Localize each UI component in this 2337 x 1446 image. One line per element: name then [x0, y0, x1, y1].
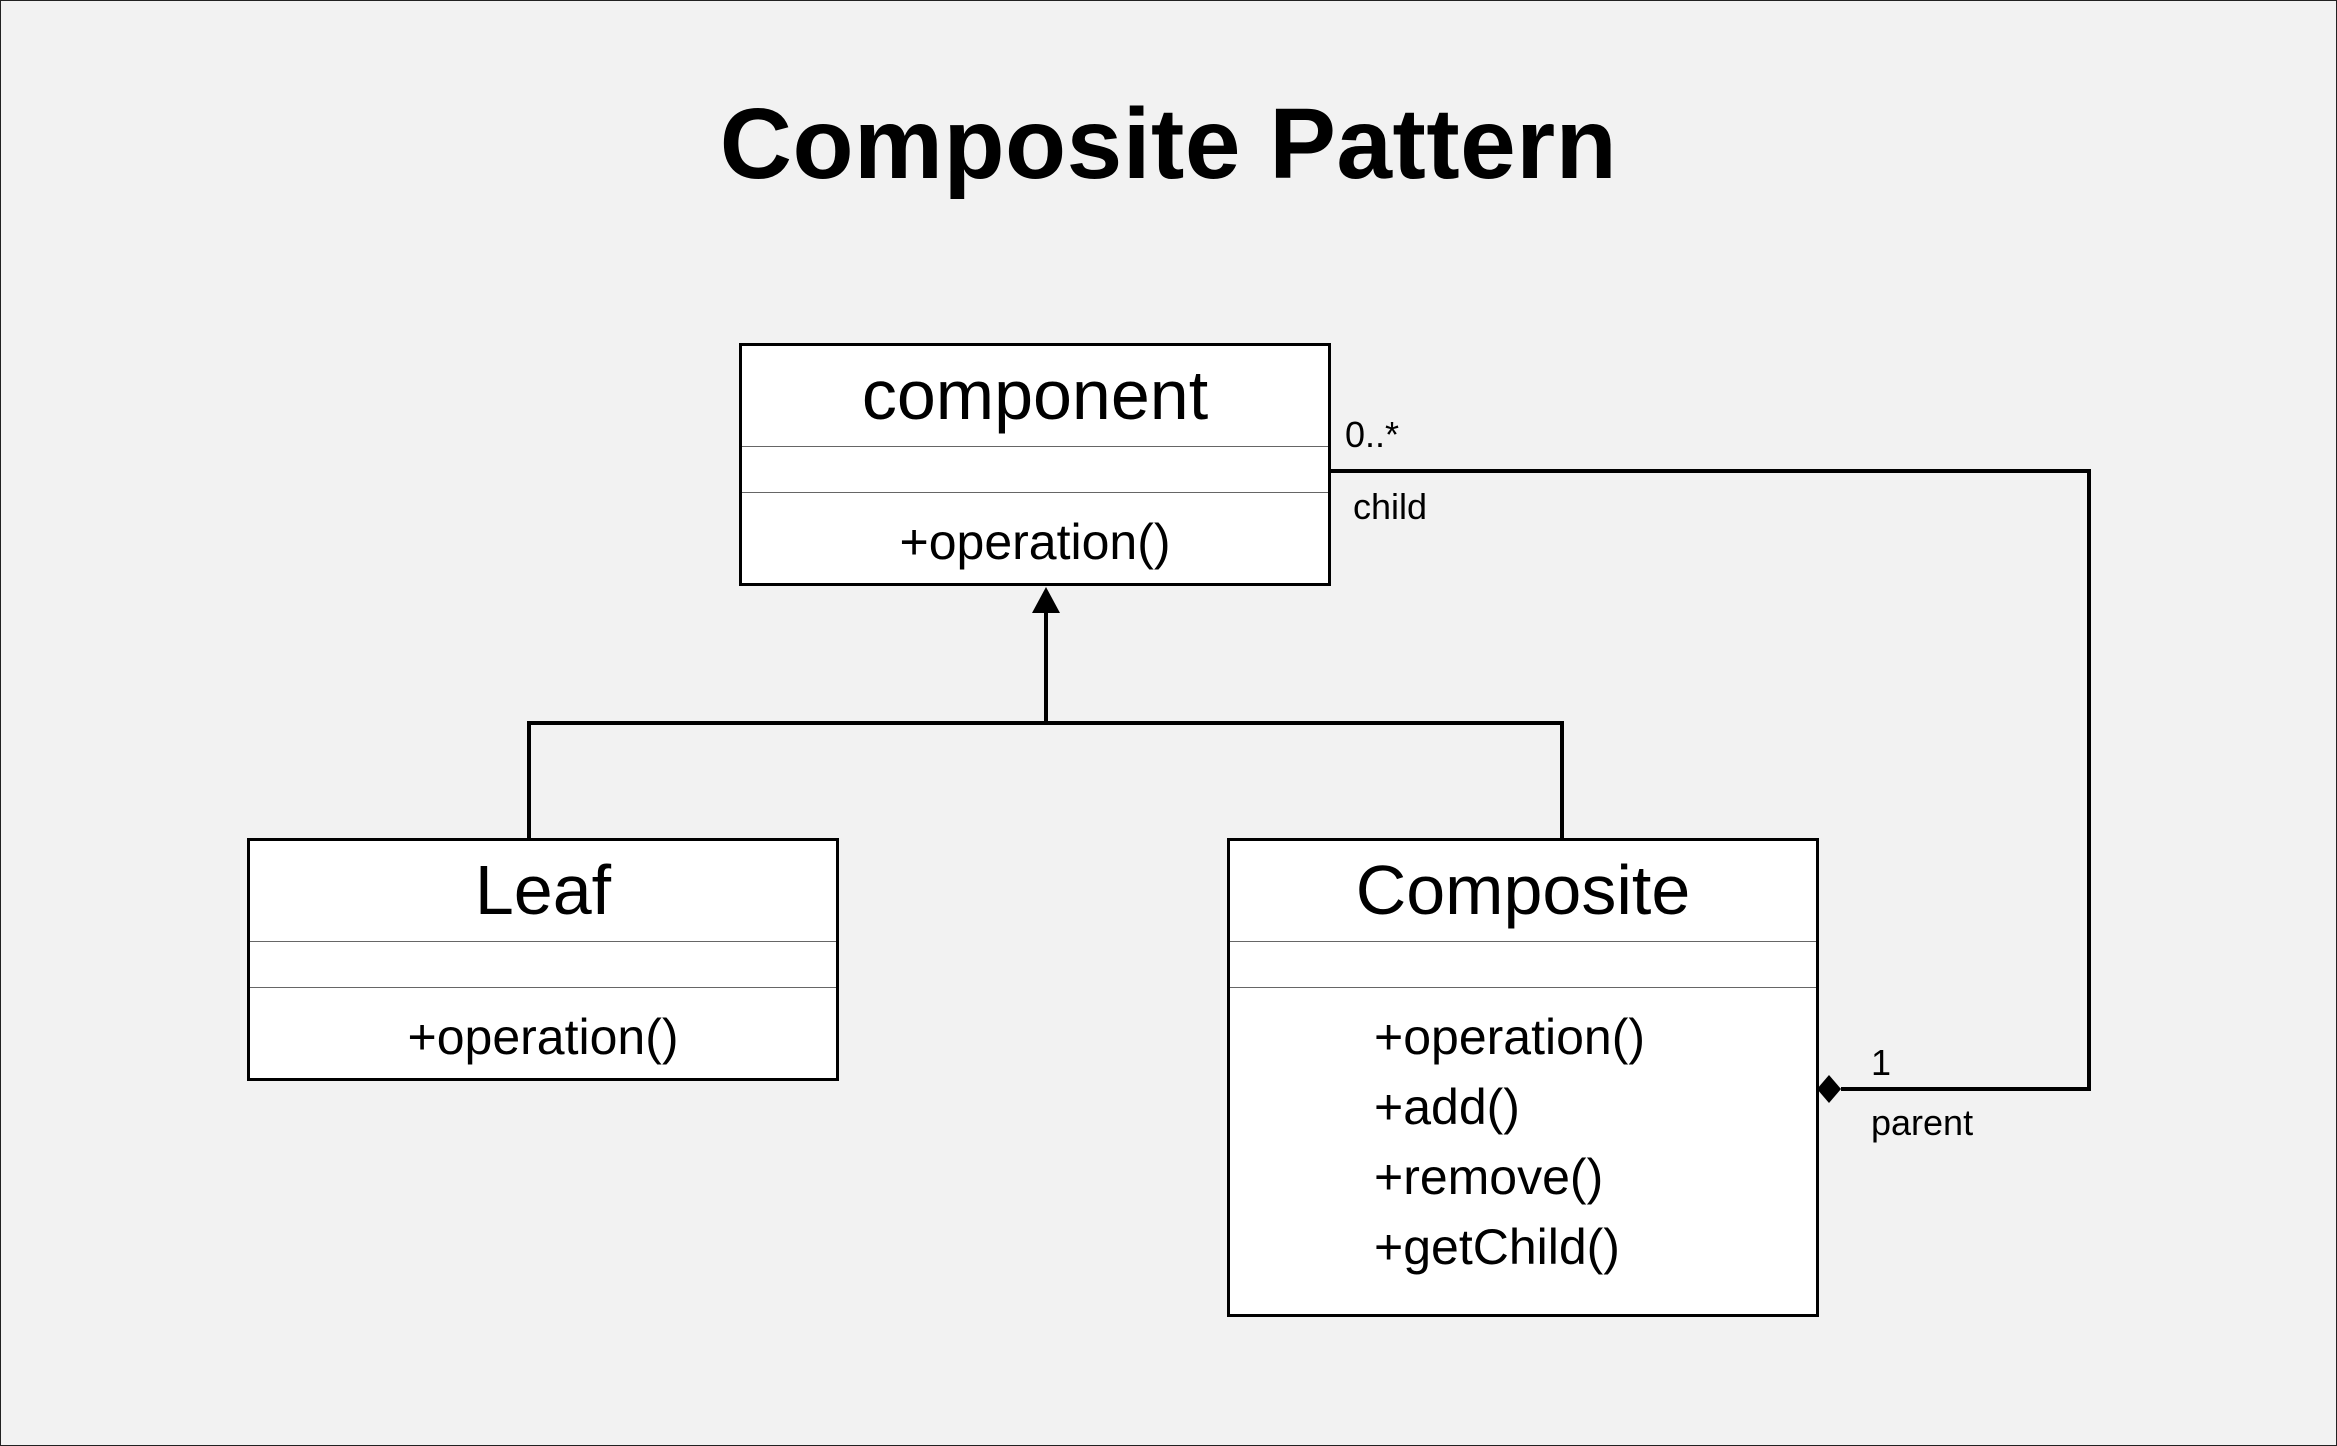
- class-composite-name: Composite: [1230, 841, 1816, 942]
- inheritance-arrowhead: [1032, 587, 1060, 613]
- composition-diamond: [1817, 1075, 1841, 1103]
- child-multiplicity-label: 0..*: [1345, 414, 1400, 455]
- class-composite-attributes: [1230, 942, 1816, 988]
- class-component[interactable]: component +operation(): [739, 343, 1331, 586]
- operation-item: +getChild(): [1374, 1219, 1620, 1275]
- operation-item: +operation(): [899, 514, 1171, 570]
- class-component-name: component: [742, 346, 1328, 447]
- operation-item: +operation(): [407, 1009, 679, 1065]
- composition-association-line: [1329, 469, 2091, 1091]
- diagram-title: Composite Pattern: [719, 88, 1618, 200]
- composite-generalization-line: [1046, 721, 1564, 839]
- class-leaf-name: Leaf: [250, 841, 836, 942]
- operation-item: +add(): [1374, 1079, 1520, 1135]
- parent-multiplicity-label: 1: [1871, 1042, 1892, 1083]
- child-role-label: child: [1353, 486, 1428, 527]
- class-component-operations: +operation(): [742, 493, 1328, 577]
- operation-item: +operation(): [1374, 1009, 1645, 1065]
- class-composite[interactable]: Composite +operation() +add() +remove() …: [1227, 838, 1819, 1317]
- class-leaf-operations: +operation(): [250, 988, 836, 1072]
- leaf-generalization-line: [527, 721, 1046, 839]
- operation-item: +remove(): [1374, 1149, 1604, 1205]
- class-leaf-attributes: [250, 942, 836, 988]
- class-component-attributes: [742, 447, 1328, 493]
- class-leaf[interactable]: Leaf +operation(): [247, 838, 839, 1081]
- parent-role-label: parent: [1871, 1102, 1974, 1143]
- class-composite-operations: +operation() +add() +remove() +getChild(…: [1230, 988, 1816, 1282]
